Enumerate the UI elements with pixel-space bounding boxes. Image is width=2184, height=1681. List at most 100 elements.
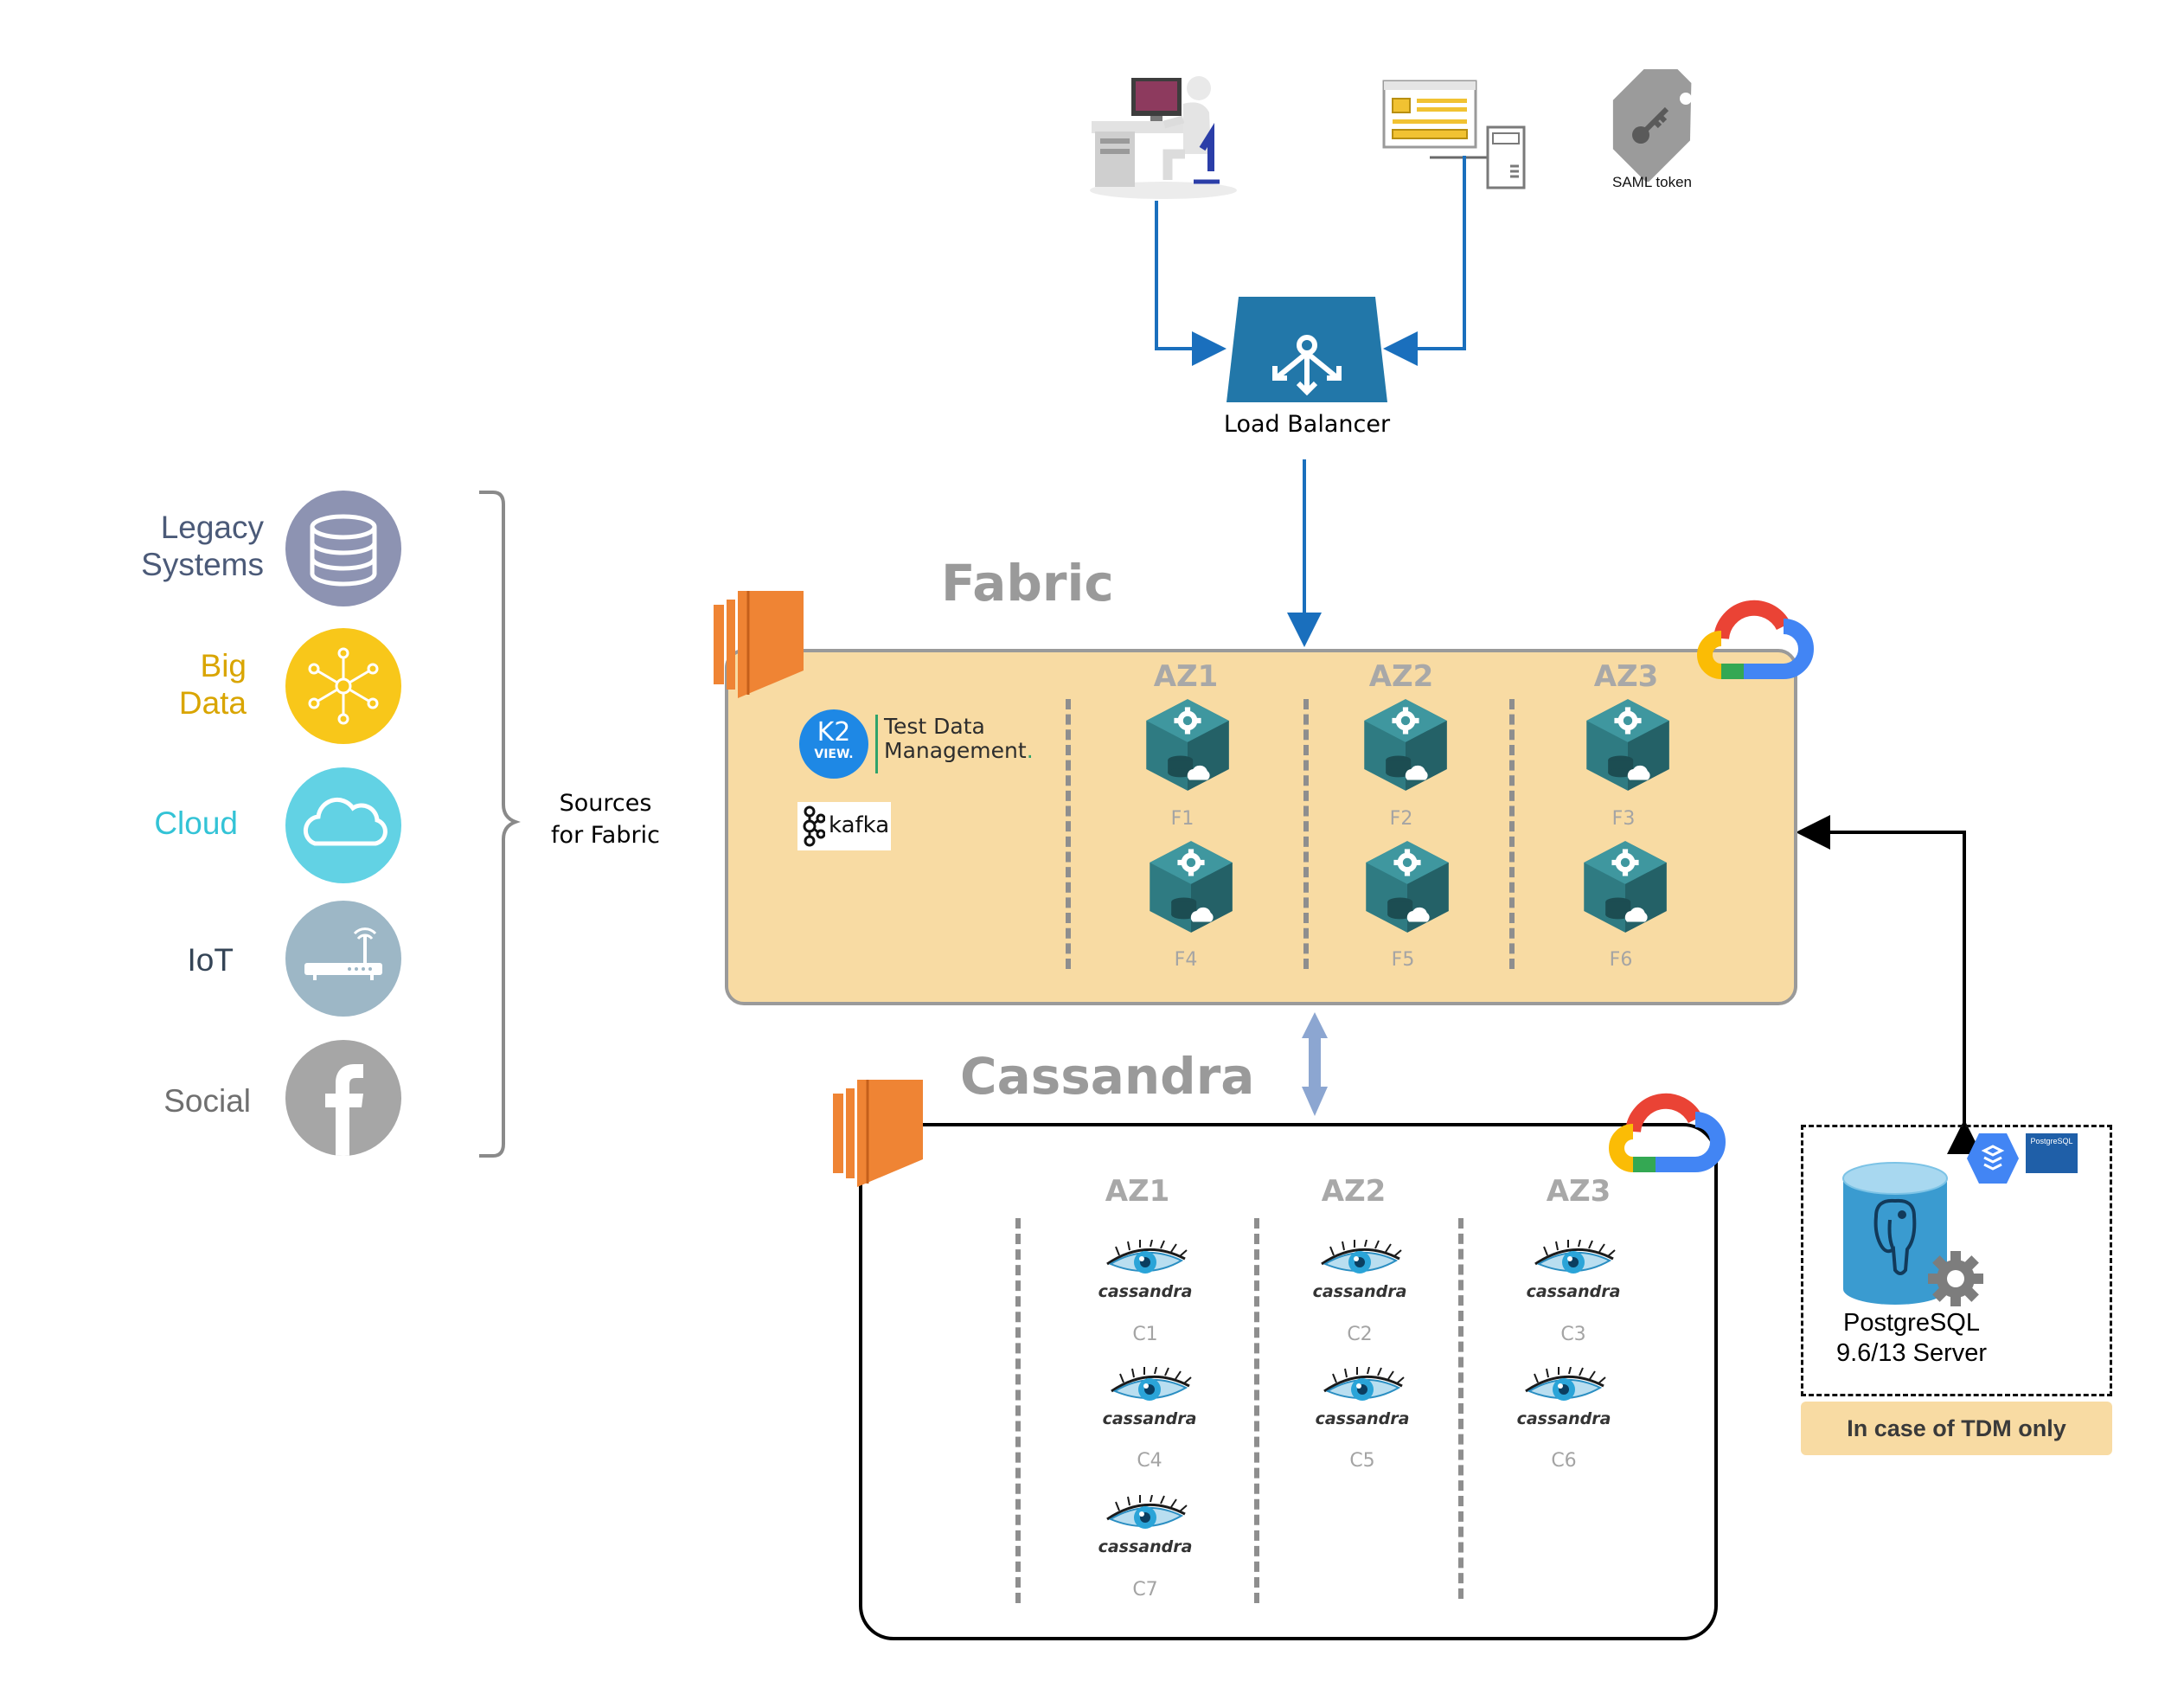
fabric-node-label: F2 — [1389, 808, 1413, 830]
fabric-az-label: AZ3 — [1593, 659, 1659, 694]
postgresql-label-line: PostgreSQL — [1843, 1309, 1980, 1337]
aws-ec2-icon — [714, 591, 804, 698]
fabric-node-label: F3 — [1611, 808, 1636, 830]
kafka-label: kafka — [829, 812, 890, 838]
fabric-node-icon[interactable] — [1140, 697, 1235, 792]
cassandra-node-icon[interactable]: cassandra — [1521, 1240, 1625, 1309]
postgresql-label-line: 9.6/13 Server — [1835, 1339, 1988, 1367]
fabric-az-divider — [1066, 699, 1071, 969]
cassandra-node-label: C3 — [1560, 1324, 1586, 1345]
source-label-social: Social — [26, 1082, 251, 1120]
server-to-lb-arrow — [1383, 156, 1466, 366]
cassandra-node-label: C6 — [1551, 1450, 1577, 1472]
tdm-only-note: In case of TDM only — [1801, 1402, 2112, 1455]
google-cloud-icon — [1697, 600, 1814, 679]
cassandra-az-divider — [1458, 1218, 1463, 1599]
tdm-dot: . — [1026, 738, 1034, 763]
sources-for-fabric-label: Sources for Fabric — [536, 787, 675, 851]
cassandra-az-label: AZ2 — [1321, 1174, 1387, 1209]
load-balancer-label: Load Balancer — [1223, 411, 1391, 438]
kafka-logo: kafka — [797, 802, 891, 850]
cloud-sql-icon — [1967, 1133, 2019, 1184]
cassandra-node-label: C4 — [1137, 1450, 1162, 1472]
database-icon — [285, 491, 401, 606]
user-to-lb-arrow — [1155, 201, 1226, 366]
fabric-node-icon[interactable] — [1580, 697, 1675, 792]
aws-ec2-icon — [833, 1080, 923, 1187]
source-label-line: Social — [163, 1083, 251, 1119]
source-label-cloud: Cloud — [13, 805, 238, 842]
cassandra-logo-text: cassandra — [1098, 1537, 1193, 1556]
source-label-line: Legacy — [160, 510, 264, 545]
fabric-node-label: F5 — [1391, 949, 1415, 971]
cassandra-az-divider — [1254, 1218, 1259, 1603]
cassandra-node-icon[interactable]: cassandra — [1308, 1240, 1412, 1309]
fabric-node-icon[interactable] — [1578, 839, 1673, 934]
brace-label-line: Sources — [559, 790, 652, 817]
cassandra-node-label: C5 — [1349, 1450, 1375, 1472]
tdm-label: Test Data Management. — [884, 715, 1034, 763]
source-label-legacy: Legacy Systems — [39, 509, 264, 583]
fabric-az-label: AZ1 — [1153, 659, 1219, 694]
cassandra-node-label: C7 — [1132, 1579, 1158, 1601]
brace-label-line: for Fabric — [551, 822, 660, 849]
cassandra-node-label: C1 — [1132, 1324, 1158, 1345]
saml-token-label: SAML token — [1612, 174, 1692, 190]
cassandra-az-label: AZ1 — [1105, 1174, 1170, 1209]
postgresql-instance-icon: PostgreSQL — [2026, 1133, 2078, 1173]
fabric-node-icon[interactable] — [1360, 839, 1455, 934]
cassandra-logo-text: cassandra — [1527, 1282, 1621, 1301]
source-label-line: Data — [178, 685, 247, 721]
cassandra-az-label: AZ3 — [1546, 1174, 1611, 1209]
google-cloud-icon — [1609, 1093, 1726, 1172]
source-label-line: Cloud — [154, 805, 238, 841]
user-workstation-icon — [1090, 76, 1237, 199]
source-label-bigdata: Big Data — [22, 647, 247, 722]
cassandra-node-icon[interactable]: cassandra — [1310, 1367, 1414, 1436]
source-label-iot: IoT — [9, 941, 234, 978]
k2view-logo-subtext: VIEW. — [814, 747, 854, 761]
fabric-title: Fabric — [941, 554, 1114, 613]
fabric-az-divider — [1509, 699, 1515, 969]
k2view-logo-text: K2 — [817, 717, 851, 747]
postgresql-database-icon — [1842, 1162, 1983, 1306]
postgresql-badge-label: PostgreSQL — [2030, 1137, 2073, 1145]
web-server-icon — [1382, 80, 1526, 189]
cassandra-title: Cassandra — [960, 1047, 1255, 1106]
sources-brace — [479, 491, 521, 1158]
cassandra-logo-text: cassandra — [1098, 1282, 1193, 1301]
cassandra-logo-text: cassandra — [1103, 1409, 1197, 1428]
cassandra-node-icon[interactable]: cassandra — [1098, 1367, 1201, 1436]
fabric-node-icon[interactable] — [1143, 839, 1239, 934]
source-label-line: Big — [200, 648, 247, 683]
saml-token-icon — [1612, 69, 1692, 182]
source-label-line: Systems — [141, 547, 264, 582]
fabric-az-divider — [1303, 699, 1309, 969]
tdm-label-line: Management. — [884, 739, 1034, 763]
cloud-icon — [285, 767, 401, 883]
cassandra-logo-text: cassandra — [1316, 1409, 1410, 1428]
cassandra-logo-text: cassandra — [1313, 1282, 1407, 1301]
fabric-cassandra-arrow — [1302, 1012, 1328, 1116]
cassandra-node-label: C2 — [1347, 1324, 1373, 1345]
fabric-az-label: AZ2 — [1368, 659, 1434, 694]
cassandra-node-icon[interactable]: cassandra — [1093, 1495, 1197, 1564]
tdm-divider — [875, 715, 878, 773]
fabric-node-label: F6 — [1609, 949, 1633, 971]
cassandra-node-icon[interactable]: cassandra — [1512, 1367, 1616, 1436]
postgres-fabric-arrow — [1796, 815, 1982, 1154]
cassandra-logo-text: cassandra — [1517, 1409, 1611, 1428]
cassandra-node-icon[interactable]: cassandra — [1093, 1240, 1197, 1309]
cassandra-az-divider — [1015, 1218, 1021, 1603]
fabric-node-icon[interactable] — [1358, 697, 1453, 792]
router-icon — [285, 901, 401, 1017]
postgresql-label: PostgreSQL 9.6/13 Server — [1808, 1308, 2015, 1369]
postgres-box — [1801, 1125, 2112, 1396]
fabric-node-label: F1 — [1170, 808, 1194, 830]
load-balancer-icon[interactable] — [1226, 297, 1387, 402]
tdm-label-line: Test Data — [884, 714, 985, 739]
kafka-icon — [803, 805, 825, 847]
fabric-node-label: F4 — [1174, 949, 1198, 971]
facebook-icon — [285, 1040, 401, 1156]
